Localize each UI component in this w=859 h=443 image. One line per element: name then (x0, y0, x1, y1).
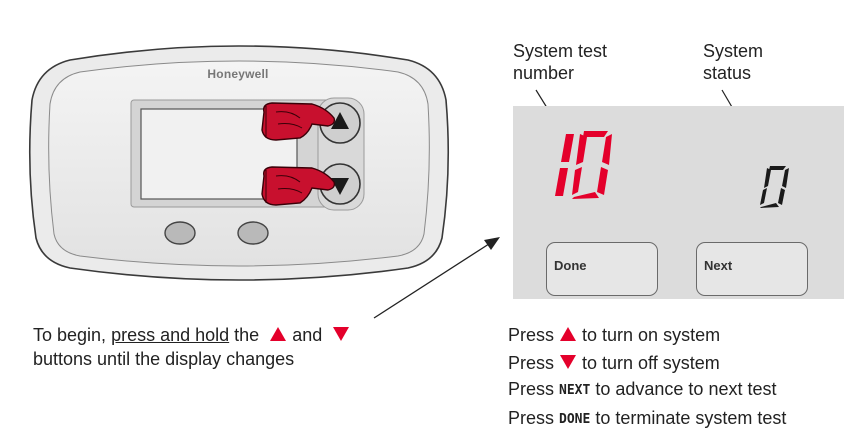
press-word: Press (508, 325, 555, 345)
instruction-row-down: Press to turn off system (508, 351, 786, 375)
red-down-triangle-icon (333, 327, 350, 342)
red-down-triangle-icon (560, 355, 577, 370)
status-callout: System status (703, 40, 763, 84)
instruction-row-done: Press DONE to terminate system test (508, 406, 786, 432)
test-number-callout-line2: number (513, 63, 575, 83)
instruction-row-next: Press NEXT to advance to next test (508, 377, 786, 403)
press-word: Press (508, 379, 555, 399)
instruction-row-down-text: to turn off system (582, 353, 720, 373)
next-button-label: Next (704, 258, 733, 273)
down-arrow-icon (331, 178, 349, 195)
and-text: and (292, 325, 323, 345)
pointing-hand-icon (261, 102, 336, 141)
leader-arrow-icon (373, 237, 500, 319)
press-word: Press (508, 353, 555, 373)
done-button-label: Done (554, 258, 587, 273)
status-digit (760, 166, 789, 208)
test-number-digit-0 (572, 131, 612, 199)
test-number-callout-line1: System test (513, 41, 608, 61)
done-button[interactable]: Done (546, 242, 658, 296)
brand-logo: Honeywell (207, 67, 269, 81)
next-key-label: NEXT (559, 383, 591, 398)
red-up-triangle-icon (560, 327, 577, 342)
instruction-row-done-text: to terminate system test (595, 408, 787, 428)
red-up-triangle-icon (270, 327, 287, 342)
begin-text-b: the (229, 325, 260, 345)
instruction-row-next-text: to advance to next test (595, 379, 777, 399)
begin-instructions: To begin, press and hold the and buttons… (33, 323, 355, 371)
thermostat-left-soft-button[interactable] (164, 221, 196, 245)
instruction-row-up: Press to turn on system (508, 323, 786, 347)
next-button[interactable]: Next (696, 242, 808, 296)
instruction-row-up-text: to turn on system (582, 325, 721, 345)
test-number-digit-1 (555, 134, 574, 196)
thermostat-right-soft-button[interactable] (237, 221, 269, 245)
begin-text-a: To begin, (33, 325, 112, 345)
status-callout-line2: status (703, 63, 752, 83)
begin-instructions-line2: buttons until the display changes (33, 349, 295, 369)
up-arrow-icon (331, 112, 349, 129)
done-key-label: DONE (559, 412, 591, 427)
press-and-hold-text: press and hold (111, 325, 230, 345)
status-callout-line1: System (703, 41, 764, 61)
press-instructions: Press to turn on system Press to turn off … (508, 323, 786, 432)
begin-instructions-line1: To begin, press and hold the and (33, 323, 355, 347)
press-word: Press (508, 408, 555, 428)
pointing-hand-icon (261, 166, 336, 206)
test-number-callout: System test number (513, 40, 607, 84)
